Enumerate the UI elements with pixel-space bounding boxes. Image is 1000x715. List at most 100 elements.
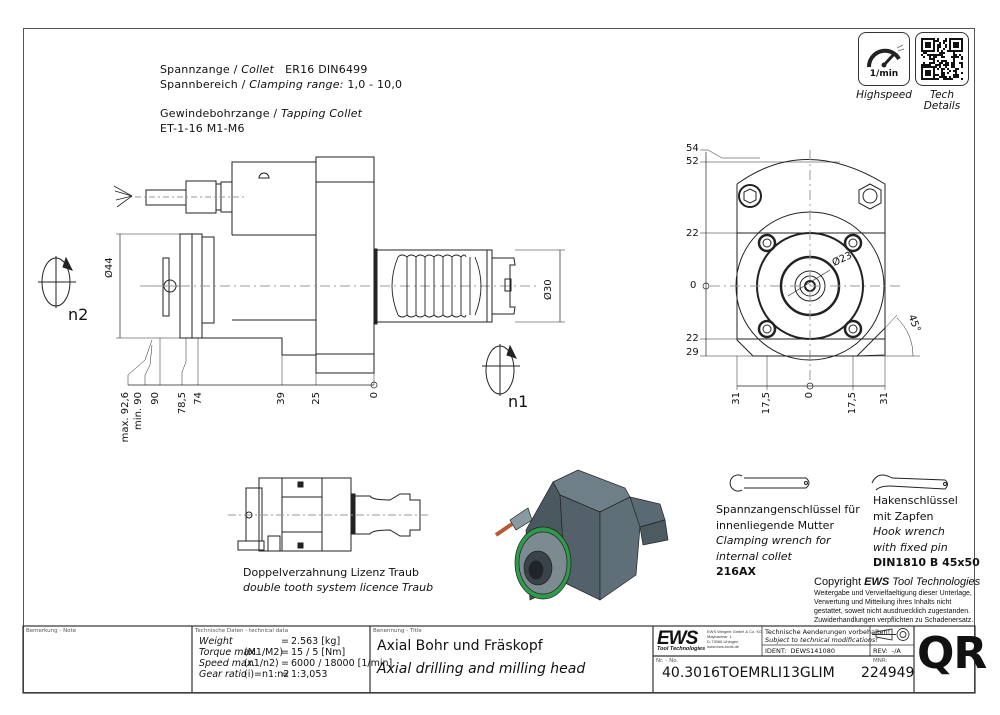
tech-eq: = bbox=[281, 669, 289, 680]
tech-eq: = bbox=[281, 636, 289, 647]
small-view-caption-de: Doppelverzahnung Lizenz Traub bbox=[243, 566, 419, 579]
copyright-title: Copyright EWS Tool Technologies bbox=[814, 576, 980, 588]
ident-label: IDENT: bbox=[765, 647, 787, 655]
tech-name: Weight bbox=[199, 636, 233, 647]
tech-data-row: Torque max.(M1/M2)=15 / 5 [Nm] bbox=[199, 647, 369, 658]
side-dim-label: 39 bbox=[276, 392, 287, 405]
front-vdim-label: 54 bbox=[686, 143, 699, 154]
hook-code: DIN1810 B 45x50 bbox=[873, 556, 980, 569]
side-dim-label: 90 bbox=[150, 392, 161, 405]
clamp-code: 216AX bbox=[716, 565, 756, 578]
qr-label[interactable]: QR bbox=[917, 628, 987, 679]
speedometer-icon bbox=[866, 44, 905, 68]
side-view bbox=[38, 156, 565, 396]
tech-data-row: Speed max.(n1/n2)=6000 / 18000 [1/min] bbox=[199, 658, 392, 669]
tech-caption-line1: Tech bbox=[929, 89, 954, 101]
clamp-de-2: innenliegende Mutter bbox=[716, 518, 834, 532]
rotation-n1-label: n1 bbox=[508, 392, 529, 411]
hook-wrench-text: Hakenschlüssel mit Zapfen Hook wrench wi… bbox=[873, 493, 980, 571]
tech-name: Speed max. bbox=[199, 658, 256, 669]
tapping-label-en: Tapping Collet bbox=[281, 107, 363, 120]
clamp-en-2: internal collet bbox=[716, 549, 792, 563]
tech-details-caption: Tech Details bbox=[916, 90, 968, 112]
clamping-label-de: Spannbereich / bbox=[160, 78, 246, 91]
company-line: D-73066 Uhingen bbox=[707, 639, 739, 644]
rev-value: -/A bbox=[891, 647, 901, 655]
company-line: www.ews-tools.de bbox=[707, 644, 740, 649]
title-en: Axial drilling and milling head bbox=[377, 661, 586, 677]
copyright-suffix: Tool Technologies bbox=[889, 576, 981, 588]
copyright-line: Weitergabe und Vervielfaeltigung dieser … bbox=[814, 590, 972, 597]
tapping-label-de: Gewindebohrzange / bbox=[160, 107, 278, 120]
small-side-view bbox=[228, 477, 430, 552]
tech-eq: = bbox=[281, 647, 289, 658]
clamp-en-1: Clamping wrench for bbox=[716, 534, 831, 547]
gear-teeth bbox=[391, 254, 482, 318]
rotation-n2-label: n2 bbox=[68, 305, 89, 324]
front-hdim-label: 17,5 bbox=[847, 392, 858, 415]
copyright-line: Zuwiderhandlungen verpflichten zu Schade… bbox=[814, 617, 974, 624]
side-dim-label: 74 bbox=[193, 392, 204, 405]
tech-name: Torque max. bbox=[199, 647, 258, 658]
coolant-spray-icon bbox=[113, 185, 133, 208]
front-vdim-label: 29 bbox=[686, 347, 699, 358]
mnr-value: 224949 bbox=[861, 665, 915, 681]
clamping-spec: Spannbereich / Clamping range: 1,0 - 10,… bbox=[160, 77, 402, 92]
tech-caption-line2: Details bbox=[923, 100, 961, 112]
tech-data-row: Weight=2.563 [kg] bbox=[199, 636, 369, 647]
nr-label: Nr. - No. bbox=[656, 658, 679, 664]
mnr-label: MNR: bbox=[873, 658, 888, 664]
front-hdim-label: 31 bbox=[879, 392, 890, 405]
tech-eq: = bbox=[281, 658, 289, 669]
company-address: EWS Weigele GmbH & Co. KG Maybachstr. 1 … bbox=[707, 629, 762, 649]
tech-data-table: Weight=2.563 [kg]Torque max.(M1/M2)=15 /… bbox=[199, 636, 392, 680]
clamping-label-en: Clamping range: bbox=[249, 78, 344, 91]
rotation-n1-icon bbox=[482, 344, 520, 396]
rev-label: REV: bbox=[873, 647, 888, 655]
tech-param: (n1/n2) bbox=[244, 658, 279, 669]
hook-en-1: Hook wrench bbox=[873, 525, 945, 538]
side-dim-label: max. 92,6 bbox=[120, 392, 131, 443]
notice-de: Technische Aenderungen vorbehalten! bbox=[765, 628, 891, 636]
qr-code-icon bbox=[921, 38, 963, 80]
tech-param: (M1/M2) bbox=[244, 647, 284, 658]
front-hdim-label: 0 bbox=[804, 392, 815, 399]
title-block-grid bbox=[22, 625, 976, 694]
collet-label-en: Collet bbox=[241, 63, 275, 76]
tapping-spec: Gewindebohrzange / Tapping Collet bbox=[160, 106, 362, 121]
copyright-notice: Weitergabe und Vervielfaeltigung dieser … bbox=[814, 589, 973, 625]
copyright-line: gestattet, soweit nicht ausdruecklich zu… bbox=[814, 608, 971, 615]
highspeed-unit: 1/min bbox=[869, 69, 899, 79]
clamping-wrench-text: Spannzangenschlüssel für innenliegende M… bbox=[716, 502, 860, 580]
tech-name: Gear ratio bbox=[199, 669, 247, 680]
collet-value: ER16 DIN6499 bbox=[285, 63, 368, 76]
front-hdim-label: 31 bbox=[731, 392, 742, 405]
tech-details-qr-badge[interactable] bbox=[915, 32, 969, 86]
highspeed-badge[interactable]: 1/min bbox=[858, 32, 910, 86]
company-line: EWS Weigele GmbH & Co. KG bbox=[707, 629, 763, 634]
notice-en: Subject to technical modifications! bbox=[765, 636, 878, 644]
dia-30-label: Ø30 bbox=[543, 279, 554, 300]
hook-de-1: Hakenschlüssel bbox=[873, 494, 958, 507]
highspeed-caption: Highspeed bbox=[856, 89, 912, 101]
tapping-value: ET-1-16 M1-M6 bbox=[160, 122, 245, 135]
title-de: Axial Bohr und Fräskopf bbox=[377, 638, 543, 654]
collet-label-de: Spannzange / bbox=[160, 63, 238, 76]
tech-data-row: Gear ratio(i)=n1:n2=1:3,053 bbox=[199, 669, 369, 680]
ident-value: DEWS141080 bbox=[790, 647, 835, 655]
projection-symbol-icon bbox=[872, 628, 910, 641]
ident-field: IDENT: DEWS141080 bbox=[765, 647, 835, 655]
tech-data-label: Technische Daten - technical data bbox=[195, 628, 289, 634]
rotation-n2-icon bbox=[38, 256, 76, 308]
front-view bbox=[700, 149, 920, 390]
front-hdim-label: 17,5 bbox=[761, 392, 772, 415]
tech-value: 6000 / 18000 [1/min] bbox=[291, 658, 393, 669]
front-vdim-label: 22 bbox=[686, 333, 699, 344]
collet-spec: Spannzange / Collet ER16 DIN6499 bbox=[160, 62, 368, 77]
isometric-render bbox=[494, 469, 669, 601]
copyright-line: Verwertung und Mitteilung ihres Inhalts … bbox=[814, 599, 952, 606]
article-number: 40.3016TOEMRLI13GLIM bbox=[662, 665, 835, 681]
company-line: Maybachstr. 1 bbox=[707, 634, 732, 639]
front-vdim-label: 52 bbox=[686, 156, 699, 167]
